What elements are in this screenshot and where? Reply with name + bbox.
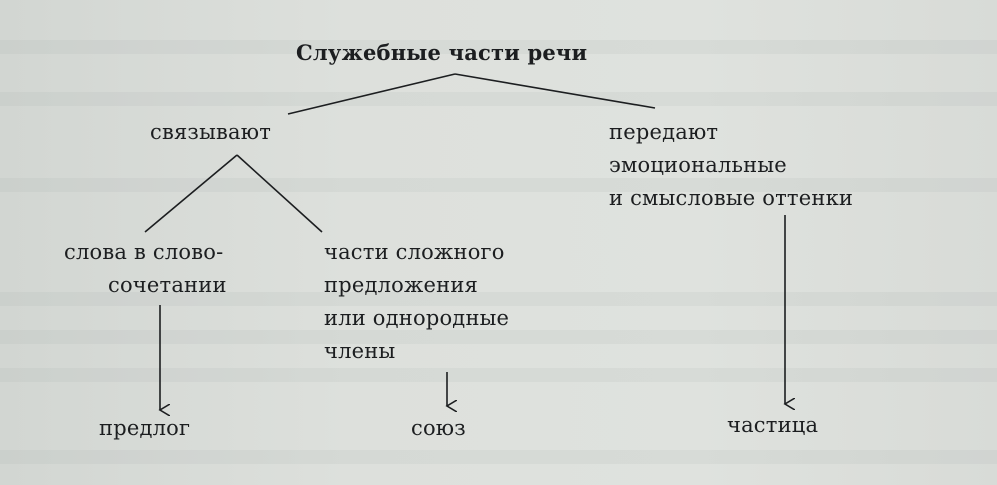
- leaf-conjunction: союз: [411, 416, 466, 440]
- sub-complex-sentence-parts: части сложного предложения или однородны…: [324, 236, 509, 368]
- branch-conveys-line: эмоциональные: [609, 153, 787, 177]
- branch-conveys-line: передают: [609, 120, 719, 144]
- show-through-band: [0, 178, 997, 192]
- sub-words-line: сочетании: [108, 273, 227, 297]
- sub-clauses-line: члены: [324, 339, 396, 363]
- show-through-band: [0, 330, 997, 344]
- leaf-particle: частица: [727, 413, 819, 437]
- connector-links-to-clauses: [236, 154, 323, 233]
- sub-words-in-phrase: слова в слово- сочетании: [64, 236, 227, 302]
- sub-words-line: слова в слово-: [64, 240, 224, 264]
- branch-conveys: передают эмоциональные и смысловые оттен…: [609, 116, 853, 215]
- sub-clauses-line: части сложного: [324, 240, 505, 264]
- branch-links: связывают: [150, 120, 272, 144]
- branch-conveys-line: и смысловые оттенки: [609, 186, 854, 210]
- show-through-band: [0, 92, 997, 106]
- show-through-band: [0, 40, 997, 54]
- leaf-preposition: предлог: [99, 416, 191, 440]
- show-through-band: [0, 450, 997, 464]
- show-through-band: [0, 292, 997, 306]
- sub-clauses-line: или однородные: [324, 306, 510, 330]
- connector-title-to-right: [454, 73, 656, 109]
- show-through-band: [0, 368, 997, 382]
- diagram-title: Служебные части речи: [296, 40, 588, 65]
- connector-title-to-left: [287, 73, 456, 115]
- connector-links-to-words: [144, 154, 238, 233]
- sub-clauses-line: предложения: [324, 273, 478, 297]
